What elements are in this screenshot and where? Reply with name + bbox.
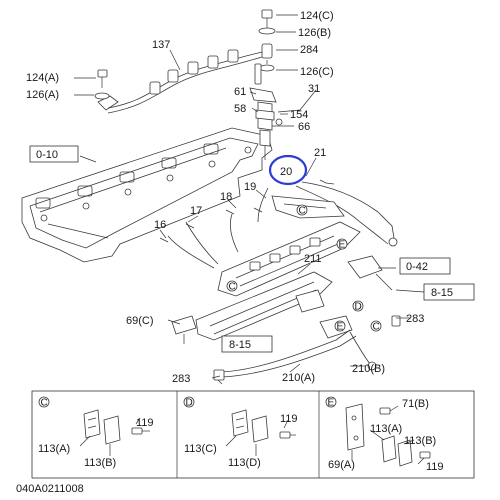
common-rail-211 (217, 195, 361, 297)
label-126c: 126(C) (300, 66, 334, 78)
ref-8-15-b-label: 8-15 (229, 339, 251, 351)
inset-d-119: 119 (280, 413, 298, 425)
ref-box-8-15-b: 8-15 (221, 335, 273, 353)
ref-8-15-a-label: 8-15 (431, 287, 453, 299)
ref-0-10-label: 0-10 (36, 149, 58, 161)
label-124a: 124(A) (26, 72, 59, 84)
inset-c: C 119 113(A) 113(B) (38, 396, 154, 469)
marker-c-1: C (299, 206, 306, 217)
inset-e-69a: 69(A) (328, 459, 355, 471)
label-137: 137 (152, 39, 170, 51)
inset-c-113a: 113(A) (38, 443, 70, 455)
part-labels: 124(C) 126(B) 137 284 124(A) 126(A) 126(… (26, 10, 424, 385)
label-69c: 69(C) (126, 315, 154, 327)
marker-e-1: E (339, 240, 346, 251)
inset-c-113b: 113(B) (84, 457, 116, 469)
inset-e-113a: 113(A) (370, 423, 402, 435)
highlight-ring-part-20 (268, 154, 308, 186)
inset-d-title: D (186, 398, 193, 409)
inset-c-title: C (41, 398, 48, 409)
inset-d: D 119 113(C) 113(D) (183, 396, 298, 469)
label-31: 31 (308, 83, 320, 95)
ref-box-8-15-a: 8-15 (423, 283, 475, 301)
injector-assembly (249, 63, 283, 160)
label-17: 17 (190, 205, 202, 217)
label-284: 284 (300, 44, 318, 56)
wiring-harness-137 (97, 49, 263, 114)
ref-box-0-42: 0-42 (399, 257, 451, 275)
label-126b: 126(B) (298, 27, 331, 39)
leader-lines (74, 14, 425, 379)
callout-markers: C C E D C E (226, 204, 382, 333)
inset-d-113c: 113(C) (184, 443, 217, 455)
label-210a: 210(A) (282, 372, 315, 384)
drawing-code: 040A0211008 (16, 483, 84, 495)
label-283-b: 283 (172, 373, 190, 385)
lower-rail-section (171, 255, 393, 344)
ref-box-0-10: 0-10 (29, 145, 79, 163)
inset-c-119: 119 (136, 417, 154, 429)
label-61: 61 (234, 86, 246, 98)
inset-e-71b: 71(B) (402, 398, 429, 410)
inset-d-113d: 113(D) (228, 457, 261, 469)
label-19: 19 (244, 181, 256, 193)
bolt-stack-top (258, 9, 276, 72)
label-58: 58 (234, 103, 246, 115)
inset-e-113b: 113(B) (404, 435, 436, 447)
label-154: 154 (290, 109, 308, 121)
bolt-stack-left (94, 69, 110, 100)
label-210b: 210(B) (352, 363, 385, 375)
label-16: 16 (154, 219, 166, 231)
label-126a: 126(A) (26, 89, 59, 101)
label-211: 211 (304, 253, 322, 265)
marker-c-3: C (373, 322, 380, 333)
marker-d-1: D (355, 302, 362, 313)
label-66: 66 (298, 121, 310, 133)
label-20: 20 (280, 166, 292, 178)
label-18: 18 (220, 191, 232, 203)
label-21: 21 (314, 147, 326, 159)
marker-e-2: E (337, 322, 344, 333)
label-124c: 124(C) (300, 10, 334, 22)
fuel-pipes-210 (213, 315, 401, 385)
label-283-a: 283 (406, 313, 424, 325)
inset-e: E 71(B) 113(A) 113(B) 69(A) 119 (325, 396, 444, 473)
marker-c-2: C (229, 282, 236, 293)
ref-0-42-label: 0-42 (406, 261, 428, 273)
inset-e-119: 119 (426, 461, 444, 473)
inset-e-title: E (328, 398, 335, 409)
